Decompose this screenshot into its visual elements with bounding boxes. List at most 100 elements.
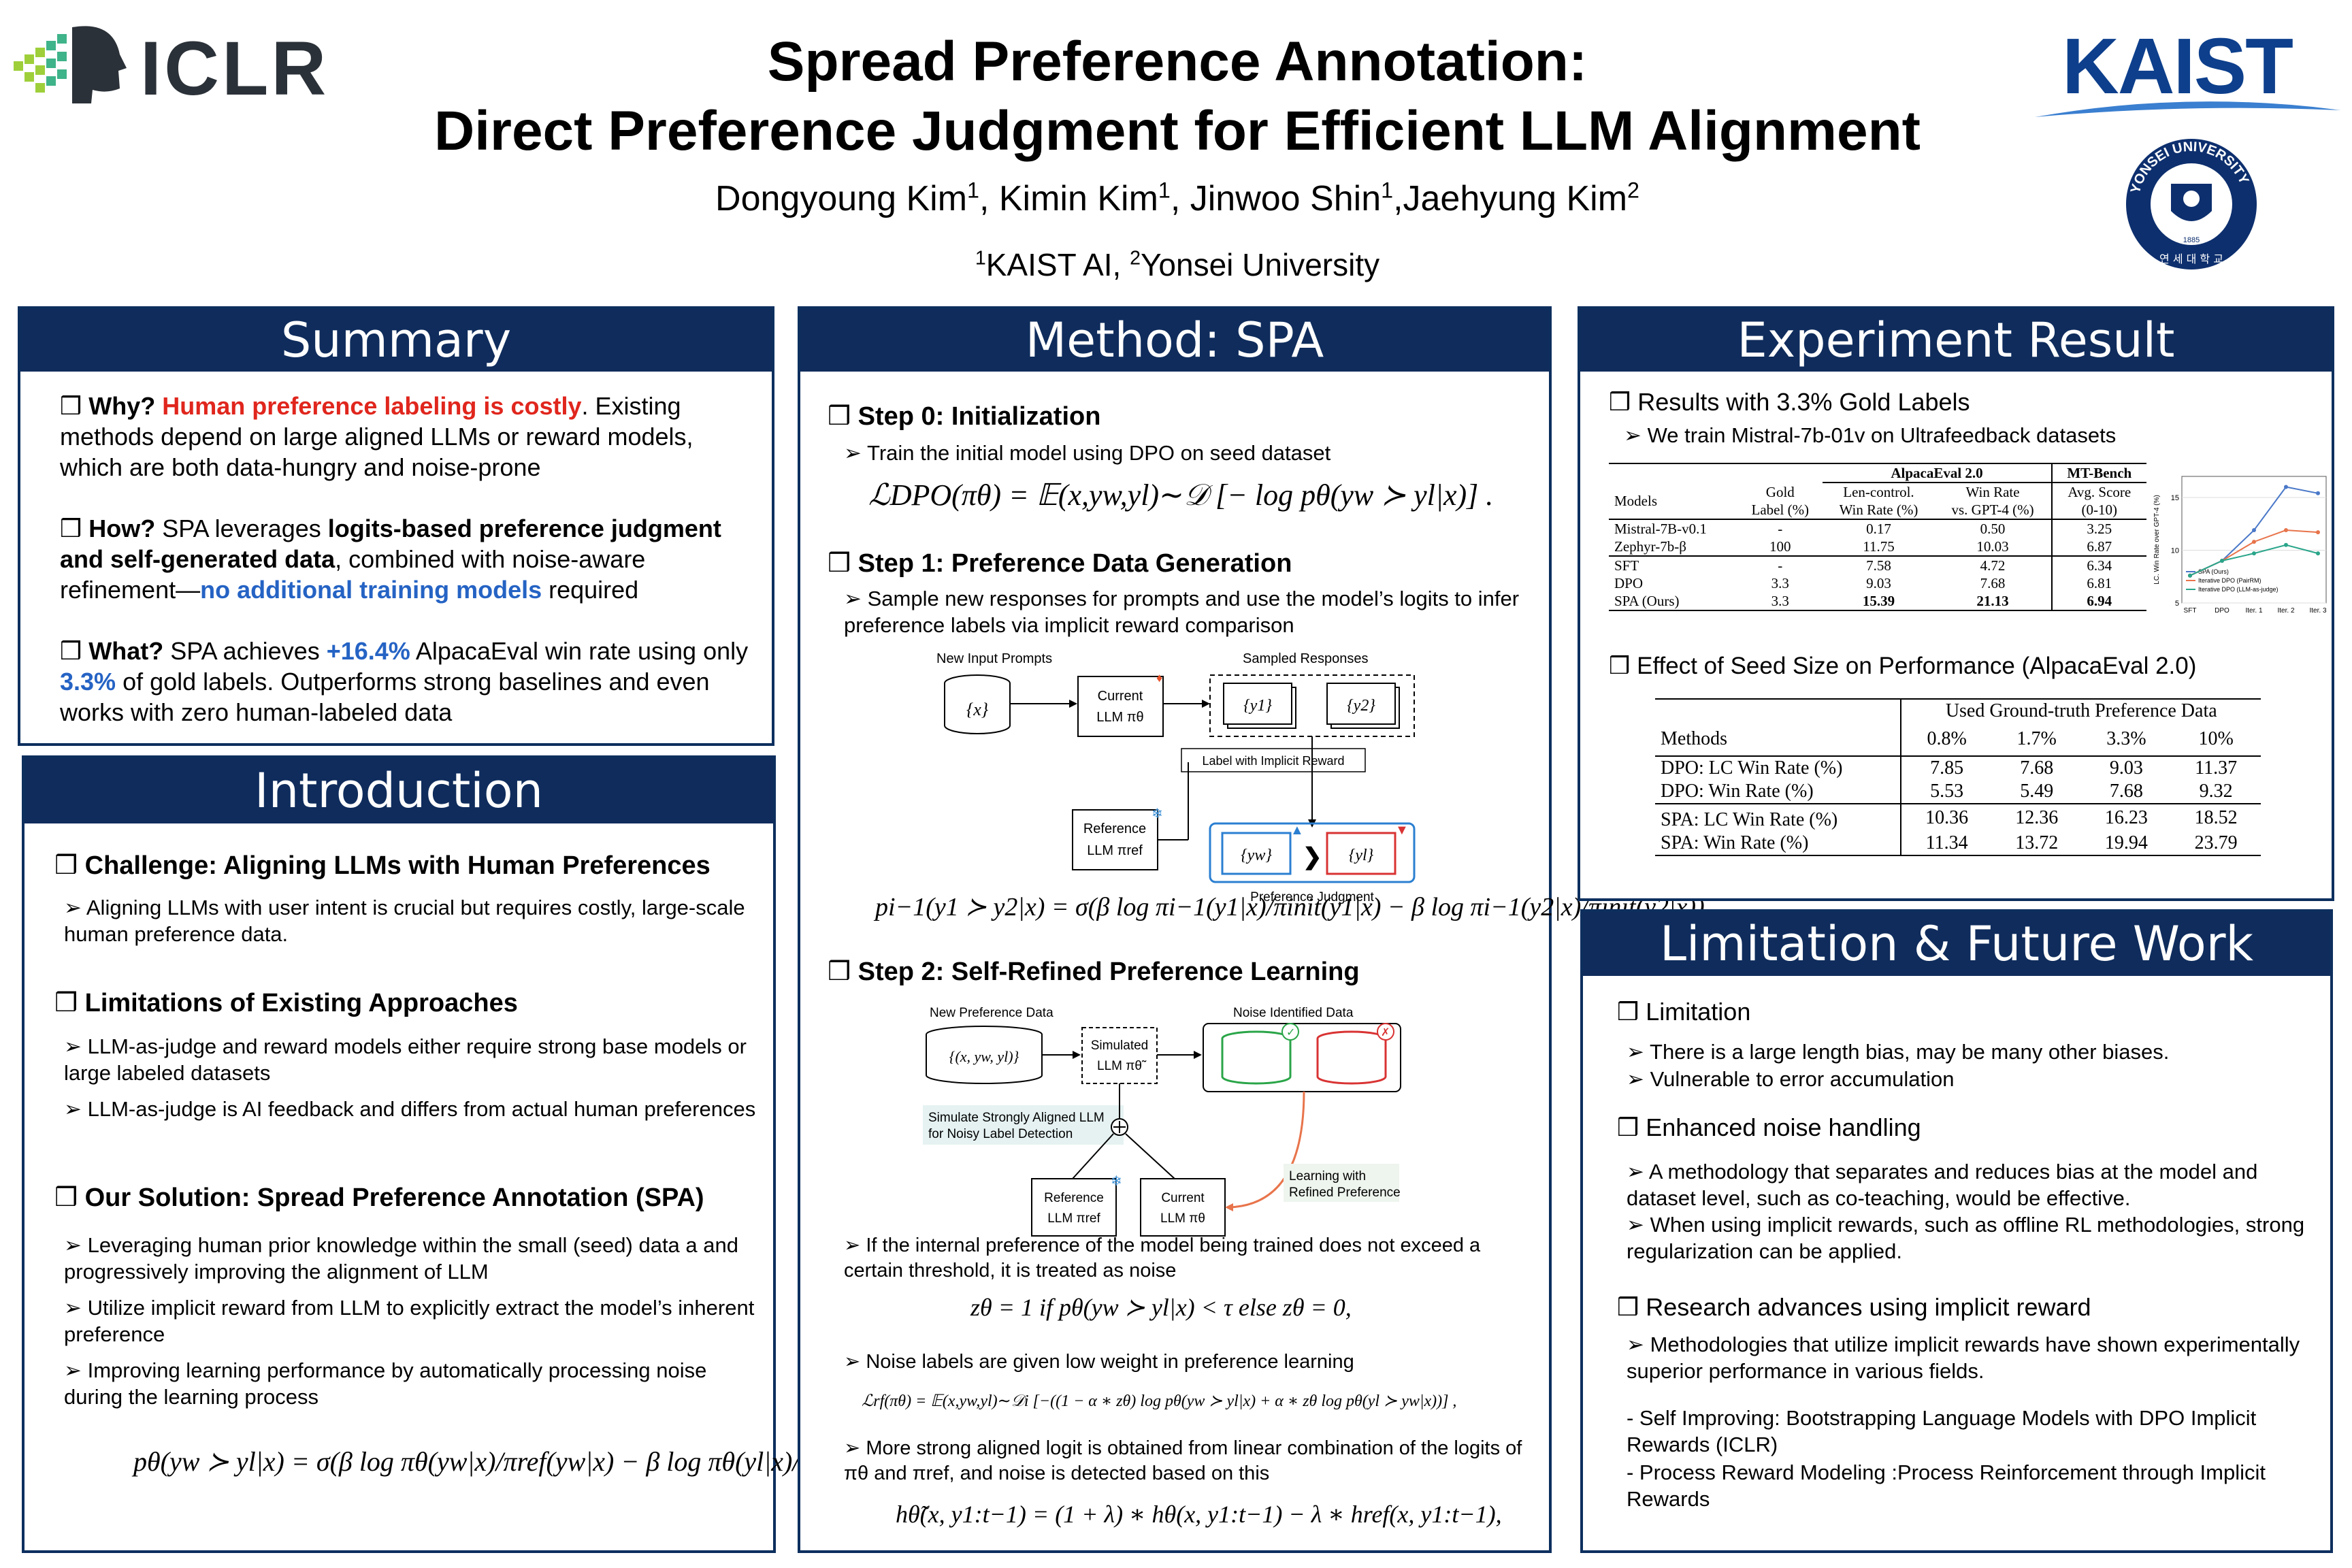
fire-icon: ♦ — [1156, 671, 1162, 685]
intro-bullet-1: ➢ Aligning LLMs with user intent is cruc… — [64, 896, 745, 946]
svg-text:LLM πθ̃: LLM πθ̃ — [1097, 1059, 1147, 1073]
svg-text:{y2}: {y2} — [1347, 697, 1375, 715]
svg-text:New Preference Data: New Preference Data — [930, 1006, 1054, 1020]
method-step0-bullet: ➢ Train the initial model using DPO on s… — [844, 441, 1331, 465]
noisy-data-icon: ✗ — [1316, 1023, 1394, 1085]
limitation-panel: Limitation & Future Work ❒ Limitation ➢ … — [1580, 909, 2333, 1553]
svg-text:{(x, yw, yl)}: {(x, yw, yl)} — [949, 1048, 1019, 1065]
svg-text:Sampled Responses: Sampled Responses — [1243, 651, 1369, 666]
svg-text:New Input Prompts: New Input Prompts — [936, 651, 1052, 666]
intro-pref-formula: pθ(yw ≻ yl|x) = σ(β log πθ(yw|x)/πref(yw… — [133, 1446, 910, 1477]
svg-text:LLM πref: LLM πref — [1047, 1211, 1100, 1226]
chart-y-tick-label: 15 — [2171, 494, 2179, 502]
svg-text:for Noisy Label Detection: for Noisy Label Detection — [928, 1127, 1073, 1141]
chart-legend-label: Iterative DPO (LLM-as-judge) — [2198, 586, 2278, 593]
method-heading: Method: SPA — [800, 309, 1549, 372]
limitation-heading-2: ❒ Enhanced noise handling — [1617, 1113, 1921, 1141]
title-line-1: Spread Preference Annotation: — [767, 31, 1588, 93]
kaist-wordmark: KAIST — [2062, 22, 2293, 110]
svg-text:연 세 대 학 교: 연 세 대 학 교 — [2159, 252, 2223, 265]
chart-point — [2252, 540, 2256, 544]
chart-x-tick-label: Iter. 3 — [2309, 607, 2326, 615]
limitation-bullet-1: ➢ There is a large length bias, may be m… — [1627, 1040, 2170, 1064]
kaist-swoosh-icon — [2035, 101, 2341, 117]
chart-y-tick-label: 5 — [2175, 600, 2179, 608]
method-step2-heading: ❒ Step 2: Self-Refined Preference Learni… — [828, 958, 1360, 986]
method-step1-heading: ❒ Step 1: Preference Data Generation — [828, 549, 1292, 578]
response-stack-y1: {y1} — [1223, 683, 1296, 729]
limitation-heading-3: ❒ Research advances using implicit rewar… — [1617, 1293, 2091, 1321]
intro-heading-limitations: ❒ Limitations of Existing Approaches — [54, 989, 518, 1017]
intro-bullet-3: ➢ LLM-as-judge is AI feedback and differ… — [64, 1097, 756, 1121]
limitation-heading: Limitation & Future Work — [1583, 912, 2330, 976]
summary-what: ❒ What? SPA achieves +16.4% AlpacaEval w… — [60, 637, 749, 726]
author-list: Dongyoung Kim1, Kimin Kim1, Jinwoo Shin1… — [715, 178, 1639, 218]
reference-2: - Process Reward Modeling :Process Reinf… — [1627, 1460, 2266, 1511]
svg-text:Preference Judgment: Preference Judgment — [1250, 890, 1374, 904]
kaist-logo: KAIST — [2035, 20, 2341, 122]
method-noise-formula: zθ = 1 if pθ(yw ≻ yl|x) < τ else zθ = 0, — [970, 1294, 1352, 1321]
self-refined-learning-diagram: New Preference Data {(x, yw, yl)} Simula… — [923, 1006, 1401, 1237]
seed-size-table: Used Ground-truth Preference Data Method… — [1655, 698, 2261, 856]
preference-database-icon: {(x, yw, yl)} — [926, 1026, 1043, 1084]
poster-title: Spread Preference Annotation: Direct Pre… — [299, 27, 2055, 166]
intro-bullet-5: ➢ Utilize implicit reward from LLM to ex… — [64, 1296, 755, 1346]
svg-text:LLM πθ: LLM πθ — [1096, 710, 1143, 725]
svg-text:Learning with: Learning with — [1289, 1169, 1366, 1183]
chart-point — [2188, 573, 2192, 578]
chart-point — [2252, 551, 2256, 556]
chart-point — [2252, 528, 2256, 533]
intro-bullet-4: ➢ Leveraging human prior knowledge withi… — [64, 1233, 738, 1284]
yonsei-seal-icon: YONSEI UNIVERSITY 1885 연 세 대 학 교 — [2126, 139, 2257, 270]
method-panel: Method: SPA ❒ Step 0: Initialization ➢ T… — [798, 306, 1705, 1553]
experiment-heading: Experiment Result — [1580, 309, 2332, 372]
method-step2-bullet-2: ➢ Noise labels are given low weight in p… — [844, 1351, 1354, 1373]
svg-text:Noise Identified Data: Noise Identified Data — [1233, 1006, 1354, 1020]
svg-text:Label with Implicit Reward: Label with Implicit Reward — [1202, 754, 1344, 768]
method-step1-bullet: ➢ Sample new responses for prompts and u… — [844, 587, 1520, 637]
svg-text:{yl}: {yl} — [1349, 847, 1374, 864]
svg-text:LLM πθ: LLM πθ — [1160, 1211, 1205, 1226]
results-bullet-train: ➢ We train Mistral-7b-01v on Ultrafeedba… — [1624, 423, 2117, 447]
svg-text:Simulated: Simulated — [1091, 1039, 1149, 1053]
svg-text:{y1}: {y1} — [1243, 697, 1272, 715]
svg-text:{x}: {x} — [966, 700, 989, 719]
chart-point — [2284, 485, 2288, 489]
check-icon: ✓ — [1286, 1027, 1295, 1039]
svg-text:Reference: Reference — [1083, 821, 1146, 836]
prompt-database-icon: {x} — [944, 674, 1011, 734]
limitation-bullet-4: ➢ When using implicit rewards, such as o… — [1627, 1213, 2305, 1263]
clean-data-icon: ✓ — [1221, 1023, 1299, 1085]
thumbs-up-icon: ▲ — [1290, 823, 1304, 838]
chart-point — [2284, 528, 2288, 533]
limitation-bullet-5: ➢ Methodologies that utilize implicit re… — [1627, 1333, 2300, 1383]
intro-bullet-2: ➢ LLM-as-judge and reward models either … — [64, 1034, 747, 1085]
limitation-heading-1: ❒ Limitation — [1617, 998, 1751, 1026]
chart-point — [2316, 491, 2320, 495]
method-refined-loss-formula: ℒrf(πθ) = 𝔼(x,yw,yl)∼𝒟i [−((1 − α ∗ zθ) … — [862, 1392, 1457, 1410]
iclr-wordmark: ICLR — [140, 26, 329, 111]
chart-legend-label: SPA (Ours) — [2198, 568, 2229, 575]
introduction-panel: Introduction ❒ Challenge: Aligning LLMs … — [22, 755, 909, 1553]
chart-point — [2284, 542, 2288, 547]
response-stack-y2: {y2} — [1326, 683, 1400, 729]
affiliations: 1KAIST AI, 2Yonsei University — [975, 247, 1380, 282]
method-step0-heading: ❒ Step 0: Initialization — [828, 402, 1101, 431]
thumbs-down-icon: ▼ — [1395, 823, 1409, 838]
cross-icon: ✗ — [1381, 1027, 1390, 1039]
svg-text:Current: Current — [1161, 1191, 1205, 1205]
summary-why: ❒ Why? Human preference labeling is cost… — [60, 392, 693, 481]
svg-text:{yw}: {yw} — [1241, 847, 1272, 864]
preference-generation-diagram: New Input Prompts {x} Current LLM πθ ♦ S… — [936, 651, 1416, 904]
intro-heading-challenge: ❒ Challenge: Aligning LLMs with Human Pr… — [54, 851, 710, 880]
chart-y-tick-label: 10 — [2171, 547, 2179, 555]
intro-bullet-6: ➢ Improving learning performance by auto… — [64, 1358, 707, 1409]
yonsei-seal: YONSEI UNIVERSITY 1885 연 세 대 학 교 — [2123, 136, 2259, 272]
chart-x-tick-label: SFT — [2184, 607, 2197, 615]
